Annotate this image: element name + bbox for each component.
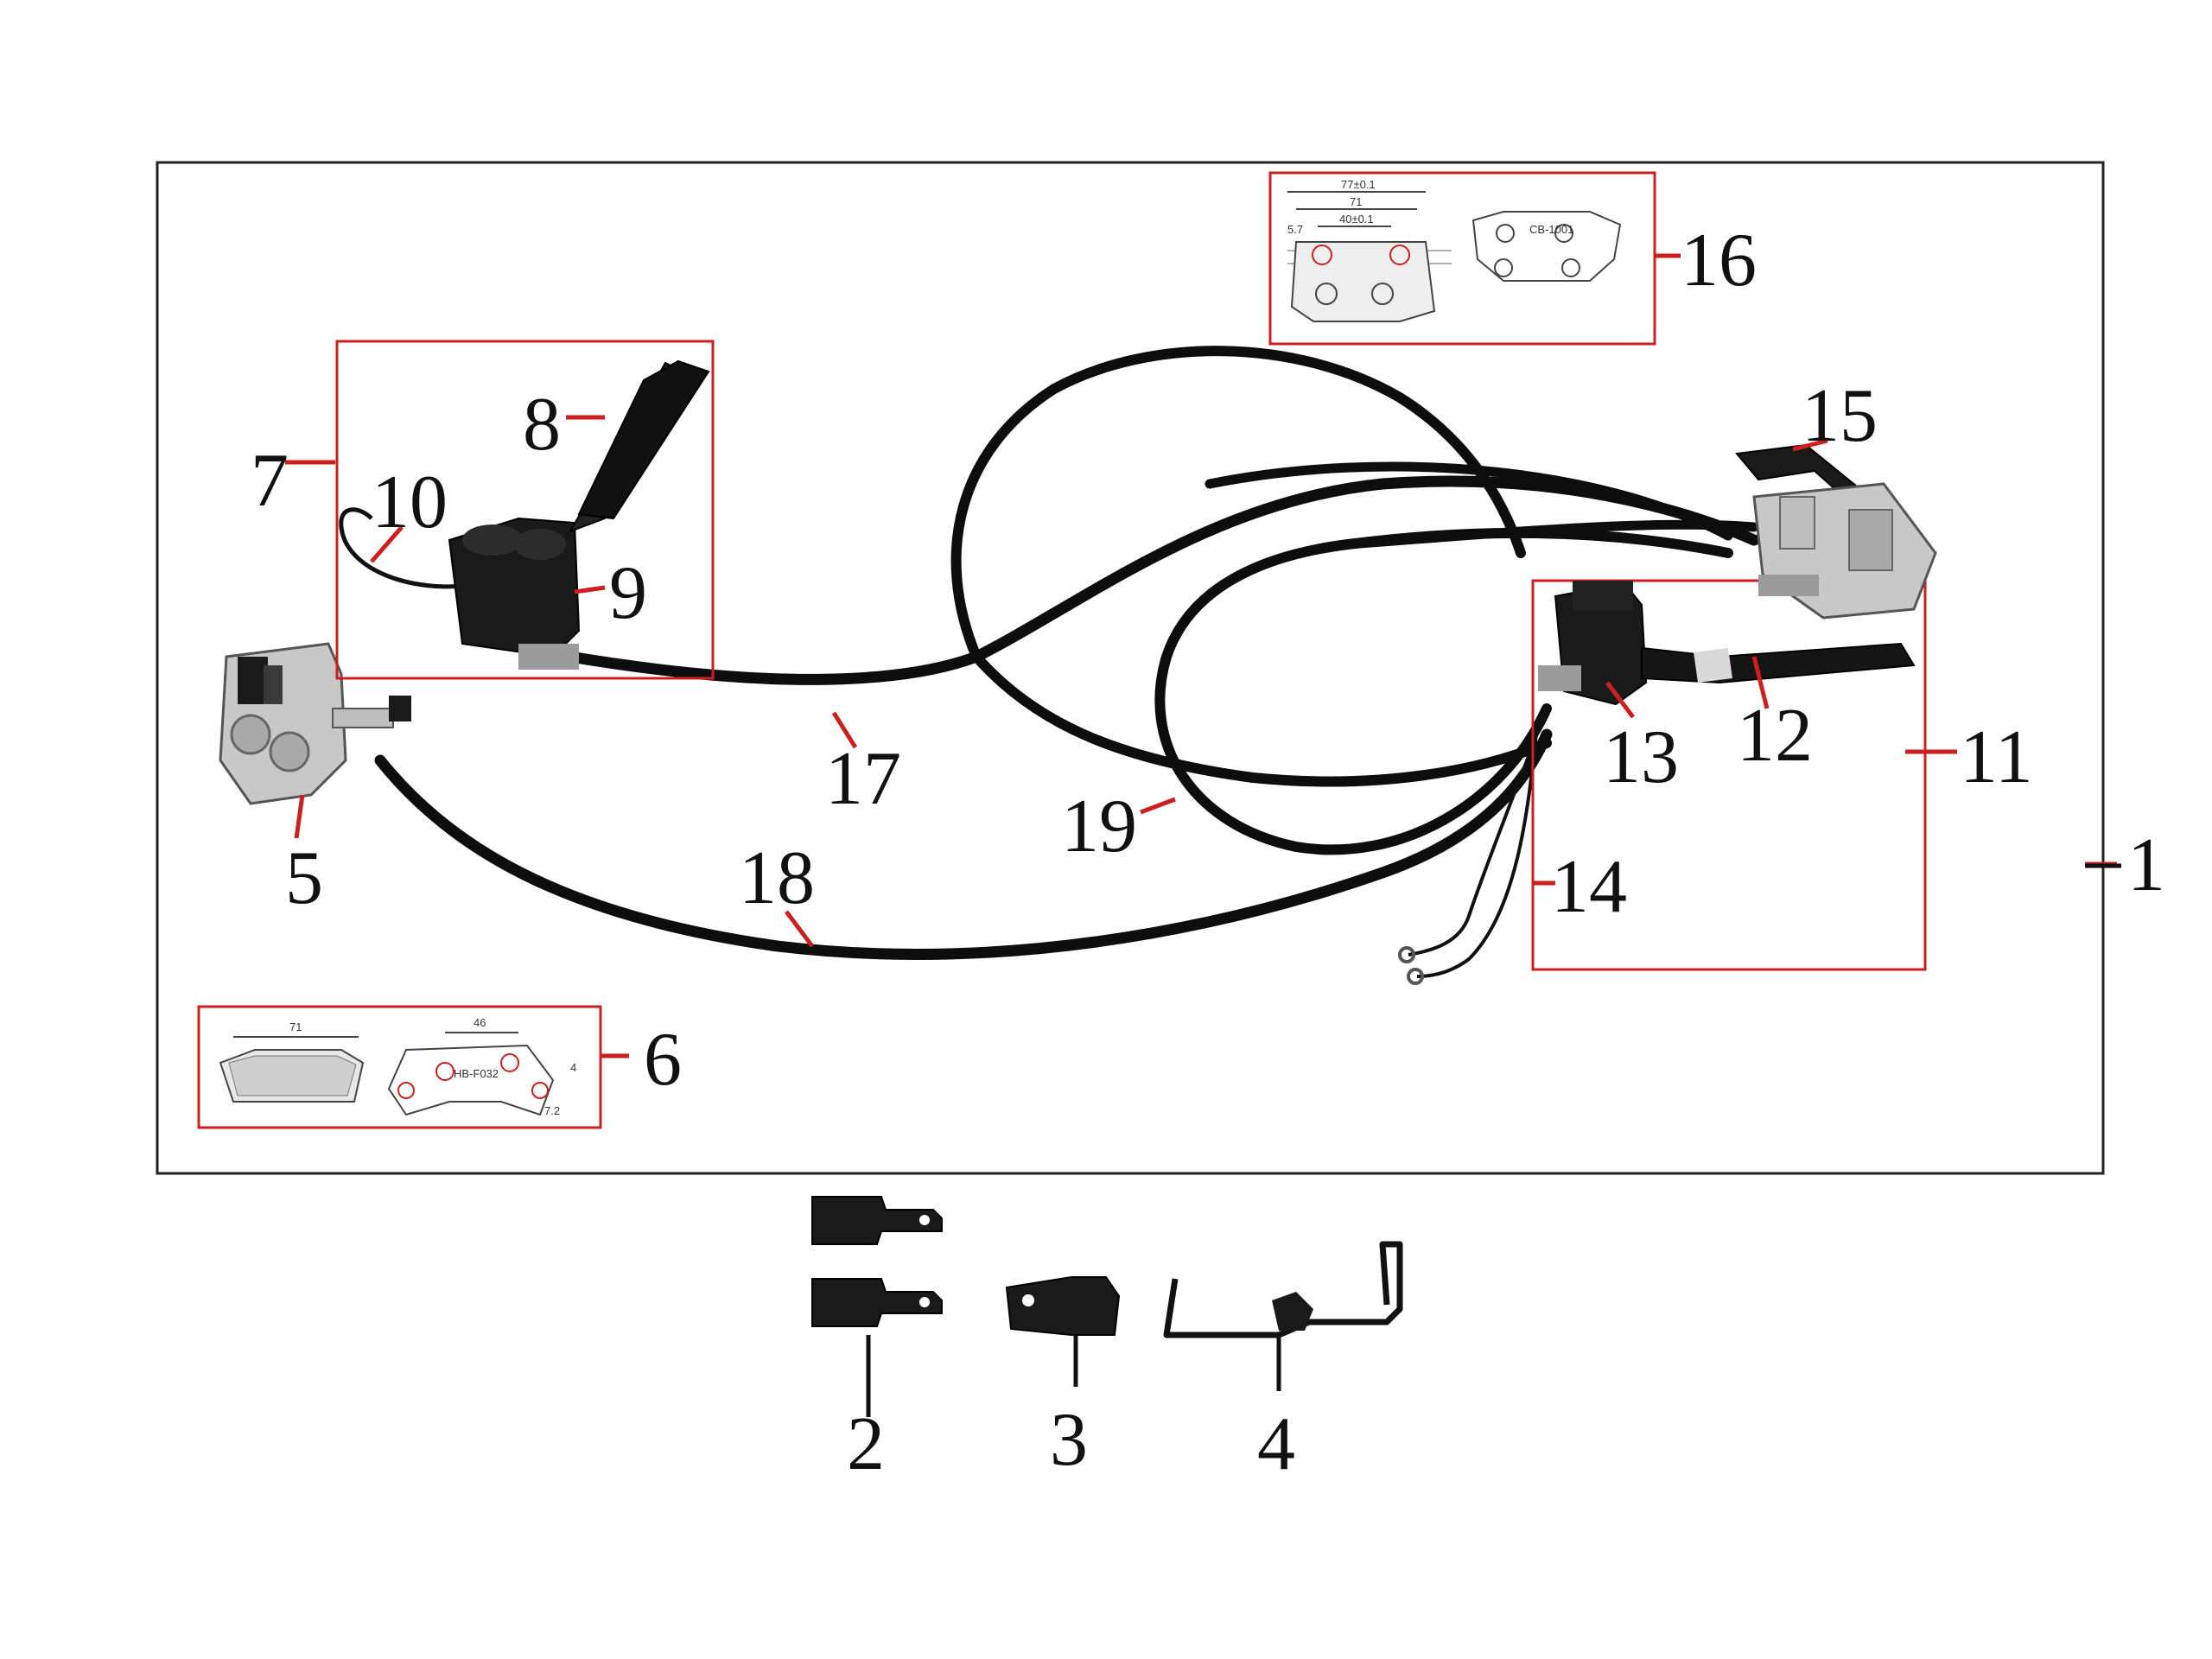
left-brake-caliper-5: [219, 642, 411, 805]
pad6-dim-width: 71: [289, 1020, 302, 1033]
pad16-dim-spacing: 40±0.1: [1339, 213, 1374, 226]
pad6-dim-side-b: 7.2: [544, 1104, 560, 1117]
left-master-cylinder-9: [448, 517, 581, 670]
callout-5: 5: [285, 836, 323, 920]
brake-switch-wire-14: [1408, 708, 1548, 957]
callout-8: 8: [523, 383, 561, 467]
wire-terminal: [1407, 968, 1424, 985]
pad16-dim-overall: 77±0.1: [1341, 178, 1376, 191]
group-box-16: [1268, 171, 1656, 346]
assembly-frame: [156, 161, 2105, 1175]
callout-16: 16: [1681, 219, 1757, 302]
callout-12: 12: [1737, 694, 1813, 778]
hose-bracket-4: [1163, 1241, 1403, 1338]
right-brake-caliper-15: [1735, 443, 1937, 620]
pad16-dim-width: 71: [1350, 195, 1362, 208]
callout-3: 3: [1050, 1398, 1088, 1482]
brake-hose-17-loop-tail: [971, 652, 1552, 787]
callout-14: 14: [1551, 845, 1627, 929]
brake-switch-wire-10: [339, 507, 485, 589]
left-brake-lever-8: [568, 359, 710, 533]
pad6-dim-spacing: 46: [474, 1016, 486, 1029]
brake-hose-upper: [1205, 461, 1733, 541]
brake-switch-wire-14b: [1416, 716, 1540, 978]
pad6-part-code: HB-F032: [454, 1067, 499, 1080]
right-master-cylinder-13: [1538, 581, 1648, 706]
callout-1: 1: [2127, 823, 2165, 907]
callout-6: 6: [644, 1018, 682, 1102]
callout-11: 11: [1960, 715, 2033, 799]
wire-terminal: [1398, 946, 1415, 963]
brake-pad-drawing-6: 71 46 HB-F032 4 7.2: [219, 1016, 576, 1117]
callout-10: 10: [372, 461, 448, 544]
pad16-dim-edge: 5.7: [1287, 223, 1303, 236]
group-box-6: [197, 1005, 602, 1129]
right-brake-lever-12: [1641, 642, 1916, 684]
brake-hose-18: [374, 728, 1553, 960]
callout-18: 18: [739, 836, 815, 920]
brake-pad-drawing-16: 77±0.1 71 40±0.1 5.7 CB-1001: [1287, 178, 1622, 322]
brake-hose-17-loop: [950, 346, 1526, 662]
group-box-7: [335, 340, 715, 680]
hose-clip-3: [1005, 1276, 1121, 1336]
callout-2: 2: [847, 1402, 885, 1486]
callout-19: 19: [1061, 785, 1137, 868]
pad16-part-code: CB-1001: [1529, 223, 1573, 236]
callout-7: 7: [251, 439, 289, 523]
hose-clip-2: [811, 1196, 943, 1327]
callout-4: 4: [1257, 1402, 1295, 1486]
group-box-11: [1531, 579, 1927, 971]
callout-15: 15: [1802, 374, 1878, 458]
callout-9: 9: [609, 551, 647, 635]
callout-13: 13: [1603, 715, 1679, 799]
callout-17: 17: [825, 737, 901, 821]
pad6-dim-side-a: 4: [570, 1061, 576, 1074]
